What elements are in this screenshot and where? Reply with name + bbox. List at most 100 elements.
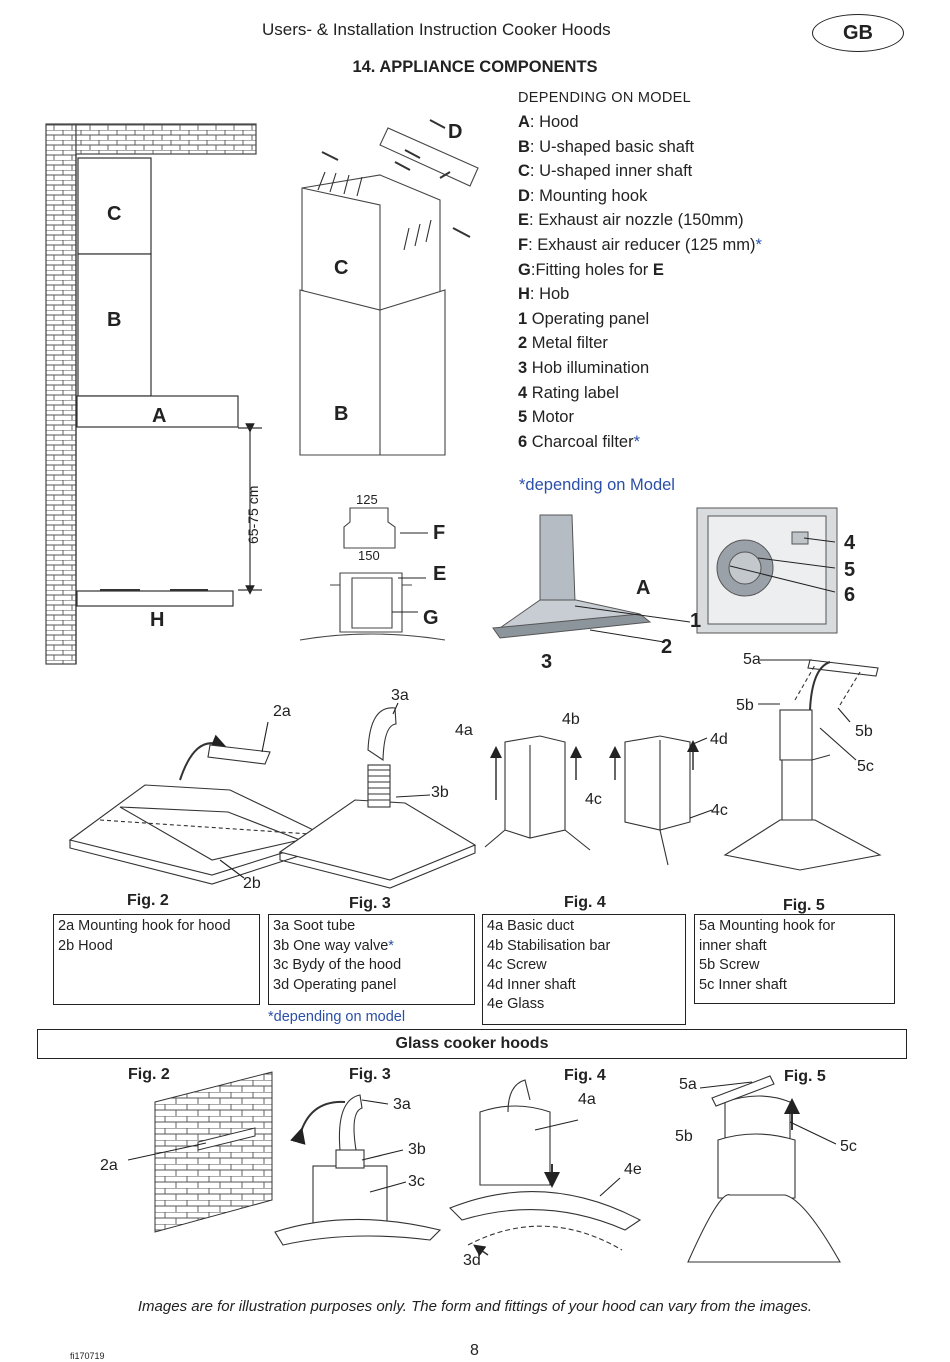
glass-fig4-title: Fig. 4 <box>564 1067 606 1084</box>
legend-item: C: U-shaped inner shaft <box>518 162 693 181</box>
callout-3b: 3b <box>431 784 449 801</box>
fig4-item: 4d Inner shaft <box>487 976 576 993</box>
glass-callout-4a: 4a <box>578 1091 596 1108</box>
fig4-item: 4e Glass <box>487 996 545 1012</box>
fig3-item: 3d Operating panel <box>273 976 397 993</box>
fig2-item: 2a Mounting hook for hood <box>58 918 231 934</box>
wall-installation-diagram <box>45 123 262 665</box>
legend-item: F: Exhaust air reducer (125 mm)* <box>518 235 762 254</box>
glass-callout-4e: 4e <box>624 1161 642 1178</box>
legend-item: 5 Motor <box>518 408 574 427</box>
glass-callout-5a: 5a <box>679 1076 697 1093</box>
label-E: E <box>433 563 446 585</box>
fig2-title: Fig. 2 <box>127 892 169 909</box>
label-6: 6 <box>844 584 855 606</box>
legend-item: B: U-shaped basic shaft <box>518 137 695 156</box>
glass-fig3-hood <box>274 1094 489 1257</box>
fig4-title: Fig. 4 <box>564 894 606 911</box>
disclaimer-note: Images are for illustration purposes onl… <box>137 1298 813 1315</box>
glass-callout-2a: 2a <box>100 1157 118 1174</box>
fig5-item: inner shaft <box>699 937 767 954</box>
fig3-item: 3c Bydy of the hood <box>273 957 402 973</box>
legend-item: 1 Operating panel <box>518 309 650 328</box>
fig3-item: 3b One way valve* <box>273 937 394 954</box>
glass-callout-3b: 3b <box>408 1141 426 1158</box>
label-A-wall: A <box>152 405 166 427</box>
glass-fig5-hood <box>687 1075 841 1263</box>
label-1: 1 <box>690 610 701 632</box>
header-title: Users- & Installation Instruction Cooker… <box>262 20 611 39</box>
fig5-item: 5b Screw <box>699 957 760 973</box>
fig2-item: 2b Hood <box>58 937 113 954</box>
fig5-item: 5c Inner shaft <box>699 976 787 993</box>
label-H: H <box>150 609 164 631</box>
fig4-item: 4c Screw <box>487 957 547 973</box>
glass-callout-3c: 3c <box>408 1173 425 1190</box>
callout-4c-left: 4c <box>585 791 602 808</box>
legend-item: 4 Rating label <box>518 383 619 402</box>
dimension-label: 65-75 cm <box>245 486 261 544</box>
fig5-legend-box: 5a Mounting hook for inner shaft 5b Scre… <box>694 914 895 1004</box>
callout-5c: 5c <box>857 758 874 775</box>
legend-subtitle: DEPENDING ON MODEL <box>518 90 691 106</box>
country-badge: GB <box>812 14 904 52</box>
label-5: 5 <box>844 559 855 581</box>
page-number: 8 <box>470 1342 479 1359</box>
glass-fig2-wall <box>127 1071 273 1233</box>
section-title: 14. APPLIANCE COMPONENTS <box>352 58 598 76</box>
label-125: 125 <box>356 492 378 507</box>
glass-callout-3a: 3a <box>393 1096 411 1113</box>
label-4: 4 <box>844 532 856 554</box>
legend-item: 6 Charcoal filter* <box>518 432 640 451</box>
glass-section-title: Glass cooker hoods <box>37 1029 907 1059</box>
callout-2b: 2b <box>243 875 261 892</box>
fig3-hood-diagram <box>278 702 477 889</box>
label-150: 150 <box>358 548 380 563</box>
label-3: 3 <box>541 651 552 673</box>
label-F: F <box>433 522 445 544</box>
callout-2a: 2a <box>273 703 291 720</box>
fig3-title: Fig. 3 <box>349 895 391 912</box>
fig3-legend-box: 3a Soot tube 3b One way valve* 3c Bydy o… <box>268 914 475 1005</box>
fig4-legend-box: 4a Basic duct 4b Stabilisation bar 4c Sc… <box>482 914 686 1025</box>
hood-photo <box>492 514 691 643</box>
label-B-wall: B <box>107 309 121 331</box>
label-B-shaft: B <box>334 403 348 425</box>
fig4-duct-diagram <box>484 735 713 866</box>
fig2-hood-diagram <box>68 721 332 885</box>
document-code: fi170719 <box>70 1351 105 1361</box>
fig5-title: Fig. 5 <box>783 897 825 914</box>
callout-5b-left: 5b <box>736 697 754 714</box>
legend-item: 3 Hob illumination <box>518 358 650 377</box>
callout-3a: 3a <box>391 687 409 704</box>
label-D: D <box>448 121 462 143</box>
callout-4a: 4a <box>455 722 473 739</box>
legend-item: A: Hood <box>518 113 579 131</box>
label-C-shaft: C <box>334 257 348 279</box>
hood-underside-photo <box>696 507 838 634</box>
glass-callout-3d: 3d <box>463 1252 481 1269</box>
legend-item: E: Exhaust air nozzle (150mm) <box>518 211 744 230</box>
fig5-hood-diagram <box>723 659 882 871</box>
label-A-hood: A <box>636 577 650 599</box>
fig2-legend-box: 2a Mounting hook for hood 2b Hood <box>53 914 260 1005</box>
legend-footnote: *depending on Model <box>519 476 675 494</box>
label-C-wall: C <box>107 203 121 225</box>
exhaust-nozzle-diagram <box>299 507 446 641</box>
glass-fig3-title: Fig. 3 <box>349 1066 391 1083</box>
callout-5b-right: 5b <box>855 723 873 740</box>
glass-fig2-title: Fig. 2 <box>128 1066 170 1083</box>
chimney-shaft-diagram <box>299 119 479 456</box>
callout-4c-right: 4c <box>711 802 728 819</box>
fig4-item: 4b Stabilisation bar <box>487 937 611 954</box>
fig3-item: 3a Soot tube <box>273 918 356 934</box>
component-legend: DEPENDING ON MODEL A: Hood B: U-shaped ba… <box>518 88 762 454</box>
legend-item: 2 Metal filter <box>518 334 608 353</box>
depending-note: *depending on model <box>268 1009 406 1025</box>
legend-list: A: Hood B: U-shaped basic shaft C: U-shape… <box>518 110 762 454</box>
glass-fig4-hood <box>449 1079 642 1251</box>
glass-callout-5b: 5b <box>675 1128 693 1145</box>
label-2: 2 <box>661 636 672 658</box>
legend-item: G:Fitting holes for E <box>518 260 664 279</box>
